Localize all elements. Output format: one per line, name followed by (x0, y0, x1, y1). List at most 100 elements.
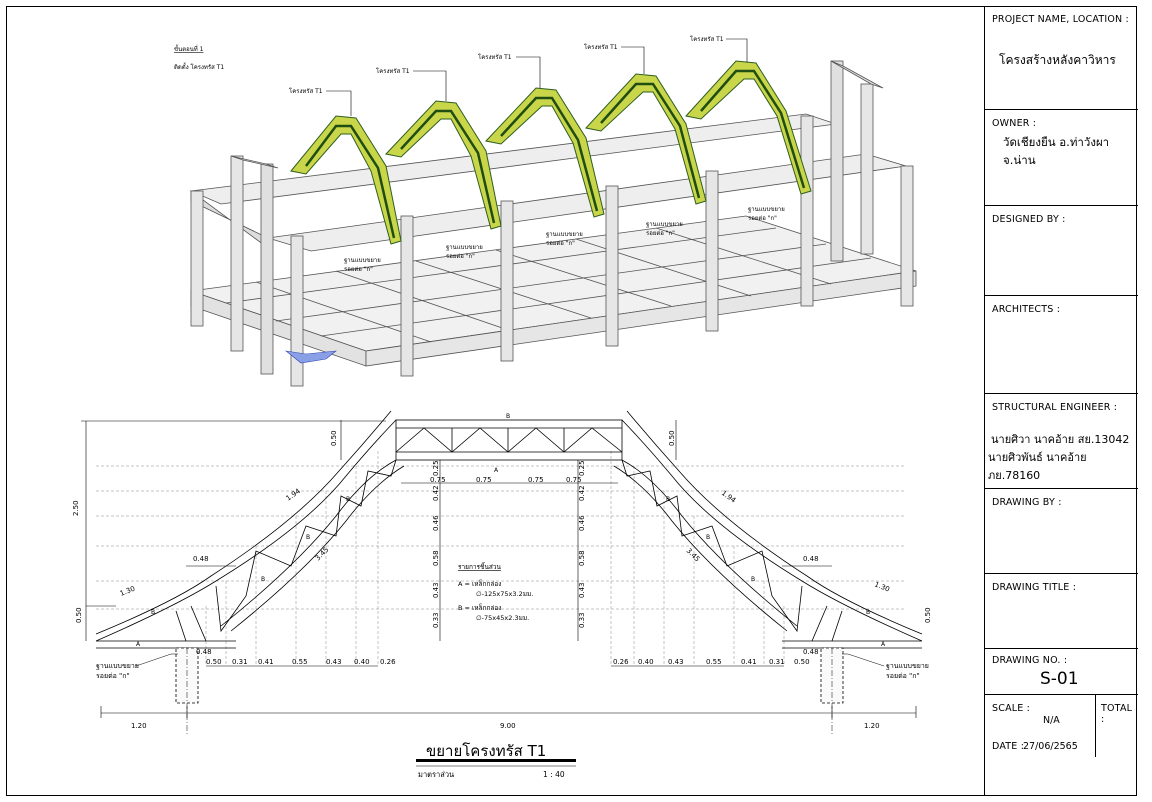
dim-bottom-right-3: 0.43 (668, 658, 684, 666)
svg-text:B: B (866, 609, 870, 616)
project-label: PROJECT NAME, LOCATION : (992, 14, 1129, 25)
dimension-lines (81, 420, 917, 718)
tb-divider (1095, 695, 1096, 757)
view-title: ขยายโครงทรัส T1 (426, 742, 546, 760)
dim-bottom-left-7: 0.26 (380, 658, 396, 666)
dim-vert-right-5: 0.43 (578, 582, 586, 598)
legend-b-line1: B = เหล็กกล่อง (458, 603, 501, 612)
svg-text:B: B (261, 576, 265, 583)
dim-bottom-left-3: 0.41 (258, 658, 274, 666)
drawing-title-label: DRAWING TITLE : (992, 582, 1077, 593)
truss-tag-1: โครงทรัส T1 (289, 87, 352, 116)
date-label: DATE : (992, 741, 1025, 752)
svg-text:B: B (306, 534, 310, 541)
svg-text:โครงทรัส T1: โครงทรัส T1 (584, 43, 618, 51)
elevation-labels: 2.50 0.50 0.50 0.50 0.50 0.75 0.75 0.75 … (72, 413, 932, 730)
iso-truss-3 (485, 87, 605, 218)
support-tag-5: ฐานแบบขยาย รอยต่อ "ก" (748, 206, 785, 222)
legend-a-line2: ∅-125x75x3.2มม. (476, 590, 533, 598)
dim-vert-left-2: 0.42 (432, 485, 440, 501)
member-legend: รายการชิ้นส่วน A = เหล็กกล่อง ∅-125x75x3… (458, 562, 533, 622)
svg-text:รอยต่อ "ก": รอยต่อ "ก" (546, 240, 575, 247)
dim-top-panel-3: 0.75 (528, 476, 544, 484)
dim-vert-left-4: 0.58 (432, 550, 440, 566)
dim-top-panel-4: 0.75 (566, 476, 582, 484)
dim-bottom-left-5: 0.43 (326, 658, 342, 666)
elev-support-tag-left: ฐานแบบขยาย รอยต่อ "ก" (96, 653, 178, 680)
dim-slope-right: 3.45 (685, 547, 702, 564)
svg-text:รอยต่อ "ก": รอยต่อ "ก" (646, 230, 675, 237)
tb-drawing-by: DRAWING BY : (985, 489, 1138, 574)
view-title-block: ขยายโครงทรัส T1 มาตราส่วน 1 : 40 (416, 742, 576, 779)
scale-label: มาตราส่วน (418, 770, 454, 779)
dim-vert-right-1: 0.25 (578, 460, 586, 476)
dim-vert-left-5: 0.43 (432, 582, 440, 598)
dim-vert-left-3: 0.46 (432, 515, 440, 531)
right-support-column (820, 647, 844, 736)
support-tag-2: ฐานแบบขยาย รอยต่อ "ก" (446, 244, 483, 260)
dim-eave-height-left: 0.50 (75, 607, 83, 623)
dim-eave-len-right: 1.30 (873, 580, 890, 593)
truss-tag-5: โครงทรัส T1 (690, 35, 748, 62)
dim-vert-right-4: 0.58 (578, 550, 586, 566)
dim-bottom-left-6: 0.40 (354, 658, 370, 666)
svg-text:B: B (706, 534, 710, 541)
svg-text:ฐานแบบขยาย: ฐานแบบขยาย (646, 221, 683, 228)
dim-overhang-right: 1.20 (864, 722, 880, 730)
left-inner-chord (220, 459, 397, 627)
dim-top-height-right: 0.50 (668, 430, 676, 446)
tb-drawing-no: DRAWING NO. : S-01 (985, 649, 1138, 695)
dim-vert-right-6: 0.33 (578, 612, 586, 628)
dim-eave-top-left: 0.48 (193, 555, 209, 563)
dim-vert-right-3: 0.46 (578, 515, 586, 531)
svg-text:ฐานแบบขยาย: ฐานแบบขยาย (546, 231, 583, 238)
drawing-canvas: ขั้นตอนที่ 1 ติดตั้ง โครงทรัส T1 โครงทรั… (72, 35, 932, 779)
elev-support-tag-right: ฐานแบบขยาย รอยต่อ "ก" (842, 653, 929, 680)
scale-value-tb: N/A (1043, 715, 1060, 726)
iso-truss-2 (385, 100, 502, 230)
support-tag-4: ฐานแบบขยาย รอยต่อ "ก" (646, 221, 683, 237)
legend-a-line1: A = เหล็กกล่อง (458, 579, 501, 588)
tb-owner: OWNER : วัดเชียงยืน อ.ท่าวังผา จ.น่าน (985, 110, 1138, 206)
owner-value: วัดเชียงยืน อ.ท่าวังผา จ.น่าน (1003, 135, 1110, 167)
dim-eave-top-right: 0.48 (803, 555, 819, 563)
dim-arc-left: 1.94 (285, 487, 303, 503)
dim-top-panel-2: 0.75 (476, 476, 492, 484)
dim-overhang-left: 1.20 (131, 722, 147, 730)
dim-bottom-right-2: 0.40 (638, 658, 654, 666)
dim-overall-height: 2.50 (72, 500, 80, 516)
dim-top-height-left: 0.50 (330, 430, 338, 446)
step-description: ติดตั้ง โครงทรัส T1 (174, 61, 224, 71)
left-support-column (175, 647, 199, 736)
svg-text:B: B (506, 413, 510, 420)
isometric-view (189, 60, 917, 387)
svg-text:รอยต่อ "ก": รอยต่อ "ก" (446, 253, 475, 260)
truss-tag-4: โครงทรัส T1 (584, 43, 645, 74)
iso-truss-4 (585, 73, 707, 205)
tb-designed: DESIGNED BY : (985, 206, 1138, 296)
svg-text:B: B (151, 609, 155, 616)
svg-text:ฐานแบบขยาย: ฐานแบบขยาย (886, 662, 929, 670)
tb-drawing-title: DRAWING TITLE : (985, 574, 1138, 649)
svg-text:ฐานแบบขยาย: ฐานแบบขยาย (748, 206, 785, 213)
dim-bottom-right-5: 0.41 (741, 658, 757, 666)
svg-text:ฐานแบบขยาย: ฐานแบบขยาย (96, 662, 139, 670)
truss-tag-3: โครงทรัส T1 (478, 53, 541, 88)
date-value: 27/06/2565 (1023, 741, 1078, 752)
tb-architects: ARCHITECTS : (985, 296, 1138, 394)
owner-label: OWNER : (992, 118, 1037, 129)
structural-label: STRUCTURAL ENGINEER : (992, 402, 1118, 413)
legend-b-line2: ∅-75x45x2.3มม. (476, 614, 529, 622)
dim-bottom-right-7: 0.50 (794, 658, 810, 666)
dim-bottom-left-2: 0.31 (232, 658, 248, 666)
drawing-area: ขั้นตอนที่ 1 ติดตั้ง โครงทรัส T1 โครงทรั… (6, 6, 984, 796)
step-label: ขั้นตอนที่ 1 (174, 43, 204, 53)
legend-title: รายการชิ้นส่วน (458, 562, 501, 571)
dim-slope-left: 3.45 (314, 546, 331, 563)
left-outer-chord (95, 419, 397, 642)
dim-vert-left-1: 0.25 (432, 460, 440, 476)
svg-text:A: A (136, 641, 141, 648)
svg-text:A: A (881, 641, 886, 648)
drawing-sheet (6, 6, 1137, 796)
